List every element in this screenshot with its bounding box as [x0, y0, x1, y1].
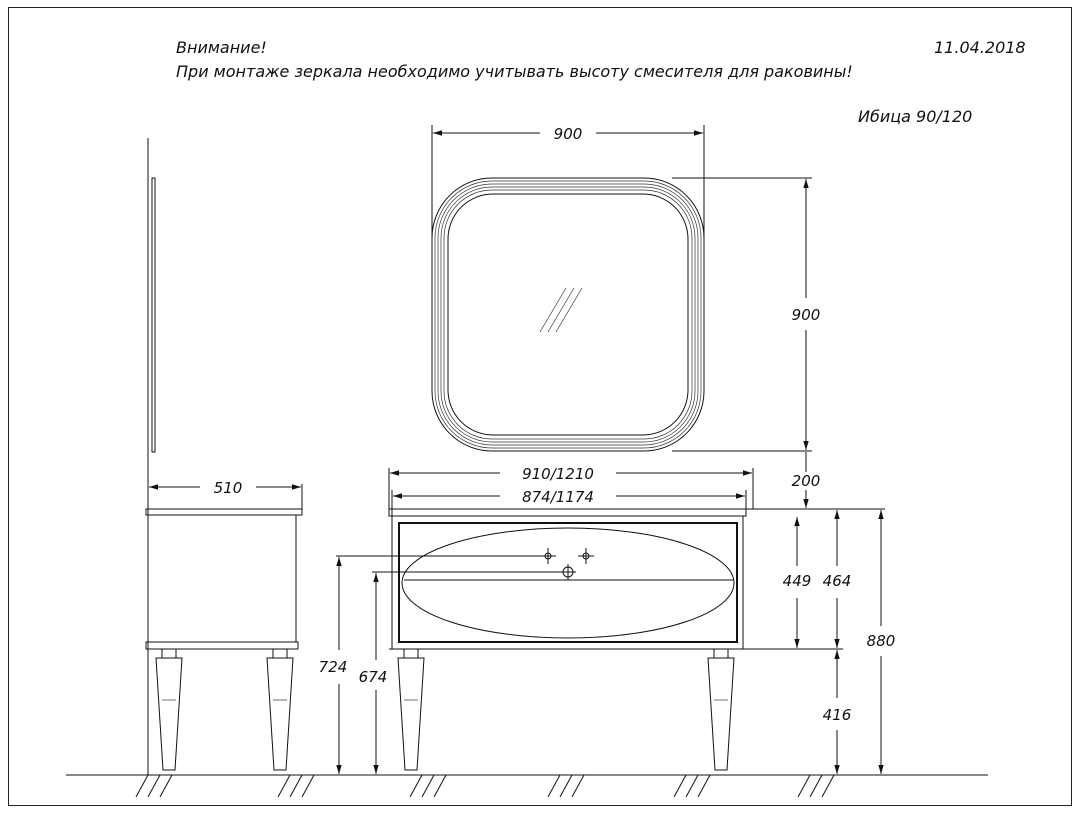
attention-note: Внимание! — [176, 38, 267, 57]
dim-gap-to-mirror: 200 — [792, 472, 821, 490]
glass-hatch — [539, 287, 567, 333]
mirror-front-view: 900 900 — [431, 125, 821, 452]
dim-cabinet-width-outer: 910/1210 — [522, 465, 594, 483]
dim-drain-height: 674 — [359, 668, 388, 686]
floor-line — [66, 774, 988, 798]
side-top-slab — [145, 508, 303, 516]
drain-hole — [560, 564, 576, 580]
side-leg-back — [266, 648, 294, 771]
side-leg-front — [155, 648, 183, 771]
dim-tap-hole-height: 724 — [319, 658, 348, 676]
dim-cabinet-body-height: 464 — [823, 572, 852, 590]
dim-side-depth: 510 — [214, 479, 243, 497]
front-leg-right — [707, 648, 735, 771]
drawing-frame — [8, 7, 1072, 806]
front-leg-left — [397, 648, 425, 771]
cabinet-body — [391, 515, 744, 650]
cabinet-front-view: 910/1210 874/1174 200 449 464 416 880 — [319, 452, 896, 774]
cabinet-drawer — [398, 522, 738, 643]
cabinet-top-slab — [388, 508, 747, 517]
model-label: Ибица 90/120 — [858, 107, 973, 126]
mirror-side-profile — [151, 177, 156, 453]
dim-leg-height: 416 — [823, 706, 852, 724]
dim-basin-height: 449 — [783, 572, 812, 590]
side-view: 510 — [145, 138, 303, 775]
dim-total-height: 880 — [867, 632, 896, 650]
dim-mirror-height: 900 — [792, 306, 821, 324]
tap-hole-right — [578, 548, 594, 564]
warning-note: При монтаже зеркала необходимо учитывать… — [176, 62, 853, 81]
side-cabinet-body — [147, 514, 297, 643]
dim-mirror-width: 900 — [554, 125, 583, 143]
side-cabinet-base — [145, 641, 299, 650]
dim-cabinet-width-inner: 874/1174 — [522, 488, 594, 506]
date-label: 11.04.2018 — [934, 38, 1026, 57]
basin-outline — [401, 527, 735, 639]
